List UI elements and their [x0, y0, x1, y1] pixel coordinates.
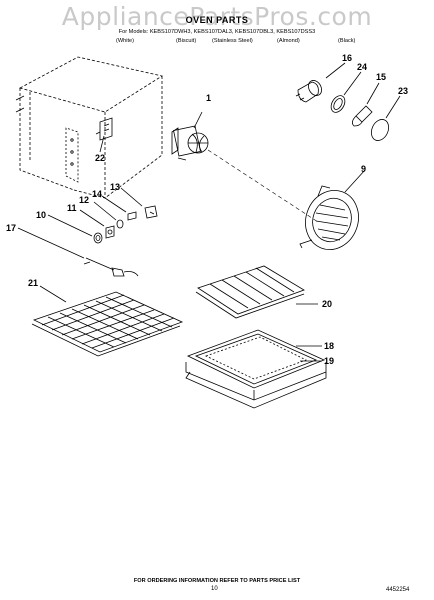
ordering-instruction: FOR ORDERING INFORMATION REFER TO PARTS …: [133, 578, 301, 584]
sensor-part-17: [83, 257, 139, 277]
thermostat-part-11: [105, 225, 115, 239]
callout-13: 13: [110, 182, 120, 192]
callout-21: 21: [28, 278, 38, 288]
fan-motor-part-1: [171, 125, 209, 161]
callout-9: 9: [361, 164, 366, 174]
oven-cavity-rear-panel: [15, 95, 79, 183]
callout-24: 24: [357, 62, 367, 72]
grommet-part-10: [93, 232, 103, 244]
broiler-pan-part-19: [185, 362, 327, 409]
element-part-16: [295, 80, 322, 103]
callout-16: 16: [342, 53, 352, 63]
socket-part-15: [352, 105, 373, 127]
page-number: 10: [211, 586, 218, 592]
callout-10: 10: [36, 210, 46, 220]
callout-15: 15: [376, 72, 386, 82]
oven-rack-part-21: [31, 291, 184, 357]
callout-20: 20: [322, 299, 332, 309]
nut-part-12: [116, 219, 124, 229]
page-title: OVEN PARTS: [185, 15, 249, 25]
callout-11: 11: [67, 203, 77, 213]
callout-17: 17: [6, 223, 16, 233]
switch-part-13: [144, 205, 158, 219]
callout-14: 14: [92, 189, 102, 199]
color-almond: (Almond): [277, 38, 300, 44]
lens-part-23: [370, 119, 390, 141]
clip-part-14: [127, 211, 137, 221]
document-number: 4452254: [386, 587, 410, 593]
color-white: (White): [116, 38, 135, 44]
watermark: AppliancePartsPros.com: [61, 2, 373, 31]
color-stainless: (Stainless Steel): [212, 38, 253, 44]
model-list: For Models: KEBS107DWH3, KEBS107DAL3, KE…: [118, 29, 316, 35]
broiler-pan-part-18: [186, 329, 326, 389]
callout-1: 1: [206, 93, 211, 103]
gasket-part-24: [330, 95, 346, 113]
fan-baffle-part-9: [299, 185, 359, 250]
color-black: (Black): [338, 38, 356, 44]
oven-cavity: [18, 56, 164, 199]
callout-19: 19: [324, 356, 334, 366]
callout-22: 22: [95, 153, 105, 163]
callout-18: 18: [324, 341, 334, 351]
broiler-grid-part-20: [195, 265, 305, 319]
callout-12: 12: [79, 195, 89, 205]
color-biscuit: (Biscuit): [176, 38, 197, 44]
callout-23: 23: [398, 86, 408, 96]
bracket-part-22: [95, 117, 113, 153]
